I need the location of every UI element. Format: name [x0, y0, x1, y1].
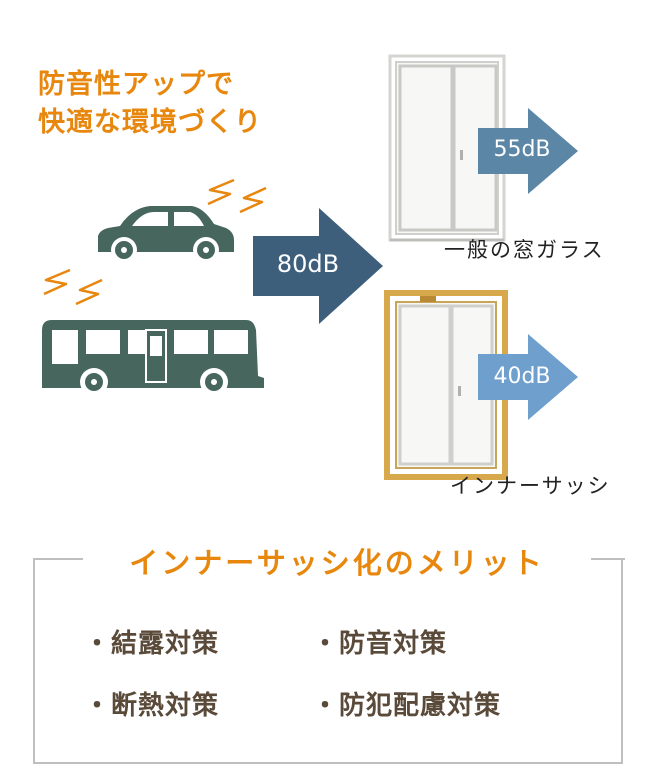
inner-sash-caption: インナーサッシ [450, 474, 611, 498]
normal-arrow-shape [478, 108, 578, 194]
merit-item-insulation: ・断熱対策 [84, 691, 220, 721]
source-arrow-label: 80dB [276, 250, 340, 278]
merit-box-top-line-left [33, 558, 83, 560]
normal-window-caption: 一般の窓ガラス [444, 238, 605, 262]
source-arrow-shape [253, 208, 383, 324]
merit-item-condensation: ・結露対策 [84, 629, 220, 659]
merit-item-soundproof: ・防音対策 [312, 629, 448, 659]
normal-arrow [478, 108, 578, 194]
headline: 防音性アップで 快適な環境づくり [38, 66, 262, 142]
car-icon [98, 206, 234, 263]
merit-title: インナーサッシ化のメリット [129, 546, 545, 580]
normal-arrow-label: 55dB [493, 137, 551, 162]
source-arrow [253, 208, 383, 324]
merit-box [33, 558, 623, 764]
noise-icon-car [207, 178, 267, 214]
inner-arrow-shape [478, 334, 578, 420]
normal-window-image [388, 54, 506, 242]
merit-box-top-line-right [591, 558, 625, 560]
bus-icon [42, 320, 264, 396]
merit-item-security: ・防犯配慮対策 [312, 691, 502, 721]
noise-icon-bus [43, 268, 103, 306]
headline-line-2: 快適な環境づくり [38, 107, 262, 138]
headline-line-1: 防音性アップで [38, 69, 234, 100]
inner-arrow-label: 40dB [493, 364, 551, 389]
inner-arrow [478, 334, 578, 420]
